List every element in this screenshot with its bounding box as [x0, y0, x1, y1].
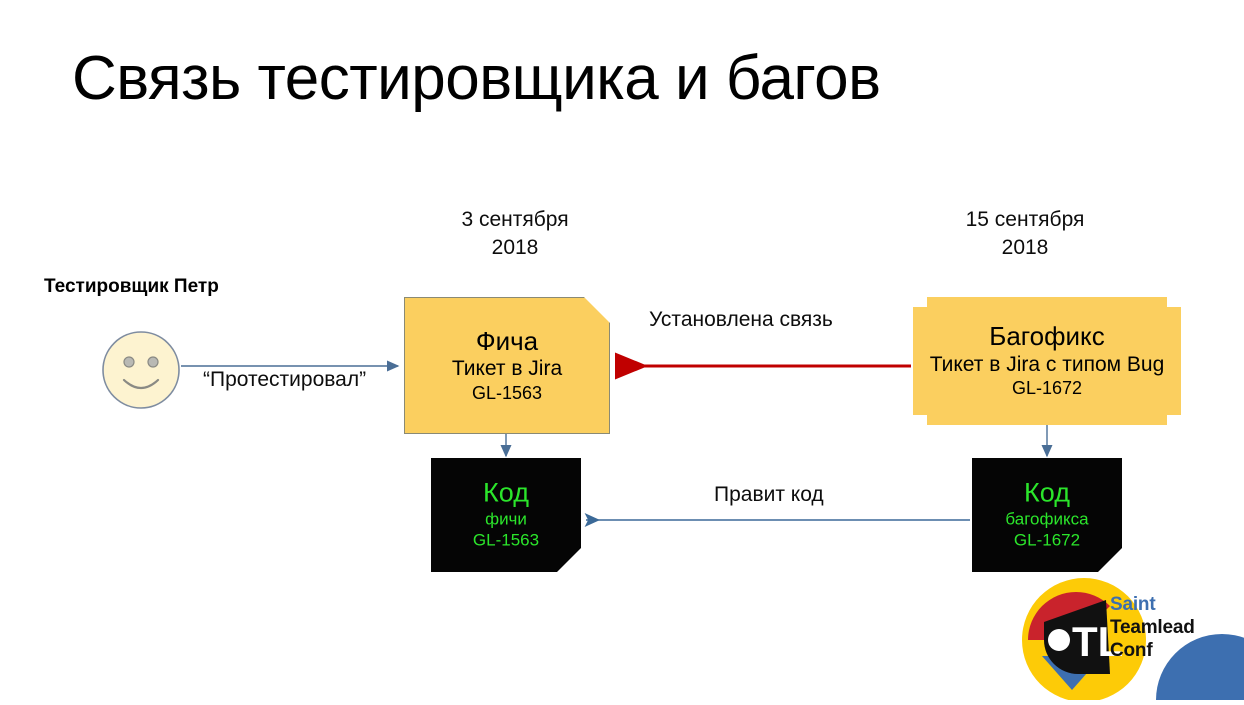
date-caption-left: 3 сентября 2018	[420, 206, 610, 263]
page-title: Связь тестировщика и багов	[72, 44, 881, 113]
logo-wordmark: Saint Teamlead Conf	[1110, 593, 1195, 663]
smiley-face-icon	[101, 330, 181, 410]
logo-line-conf: Conf	[1110, 640, 1153, 662]
card-code-feature-subtitle: фичи	[485, 509, 527, 529]
card-code-feature-title: Код	[483, 477, 529, 508]
svg-text:TL: TL	[1072, 618, 1123, 665]
date-right-day: 15 сентября	[965, 208, 1085, 231]
card-feature-subtitle: Тикет в Jira	[451, 357, 563, 381]
card-bugfix-code: GL-1672	[1011, 378, 1083, 399]
card-feature: Фича Тикет в Jira GL-1563	[404, 297, 610, 434]
card-bugfix: Багофикс Тикет в Jira с типом Bug GL-167…	[913, 297, 1181, 425]
card-feature-code: GL-1563	[471, 382, 543, 403]
edge-label-link-established: Установлена связь	[649, 308, 833, 331]
date-caption-right: 15 сентября 2018	[930, 206, 1120, 263]
edge-label-fixes-code: Правит код	[714, 483, 824, 506]
card-code-bugfix-subtitle: багофикса	[1005, 509, 1089, 529]
logo-line-saint: Saint	[1110, 594, 1156, 615]
date-right-year: 2018	[1001, 236, 1049, 260]
card-code-feature: Код фичи GL-1563	[431, 458, 581, 572]
conference-logo: TL	[1006, 578, 1244, 700]
actor-label: Тестировщик Петр	[44, 276, 219, 297]
card-bugfix-title: Багофикс	[989, 321, 1105, 352]
card-code-bugfix-code: GL-1672	[1013, 530, 1081, 550]
card-feature-title: Фича	[475, 325, 539, 356]
edge-label-tested: “Протестировал”	[203, 368, 367, 391]
date-left-year: 2018	[491, 236, 539, 260]
card-code-feature-code: GL-1563	[472, 530, 540, 550]
date-left-day: 3 сентября	[461, 208, 569, 231]
card-code-bugfix: Код багофикса GL-1672	[972, 458, 1122, 572]
card-code-bugfix-title: Код	[1024, 477, 1070, 508]
logo-line-teamlead: Teamlead	[1110, 617, 1195, 639]
card-bugfix-subtitle: Тикет в Jira с типом Bug	[929, 352, 1165, 376]
